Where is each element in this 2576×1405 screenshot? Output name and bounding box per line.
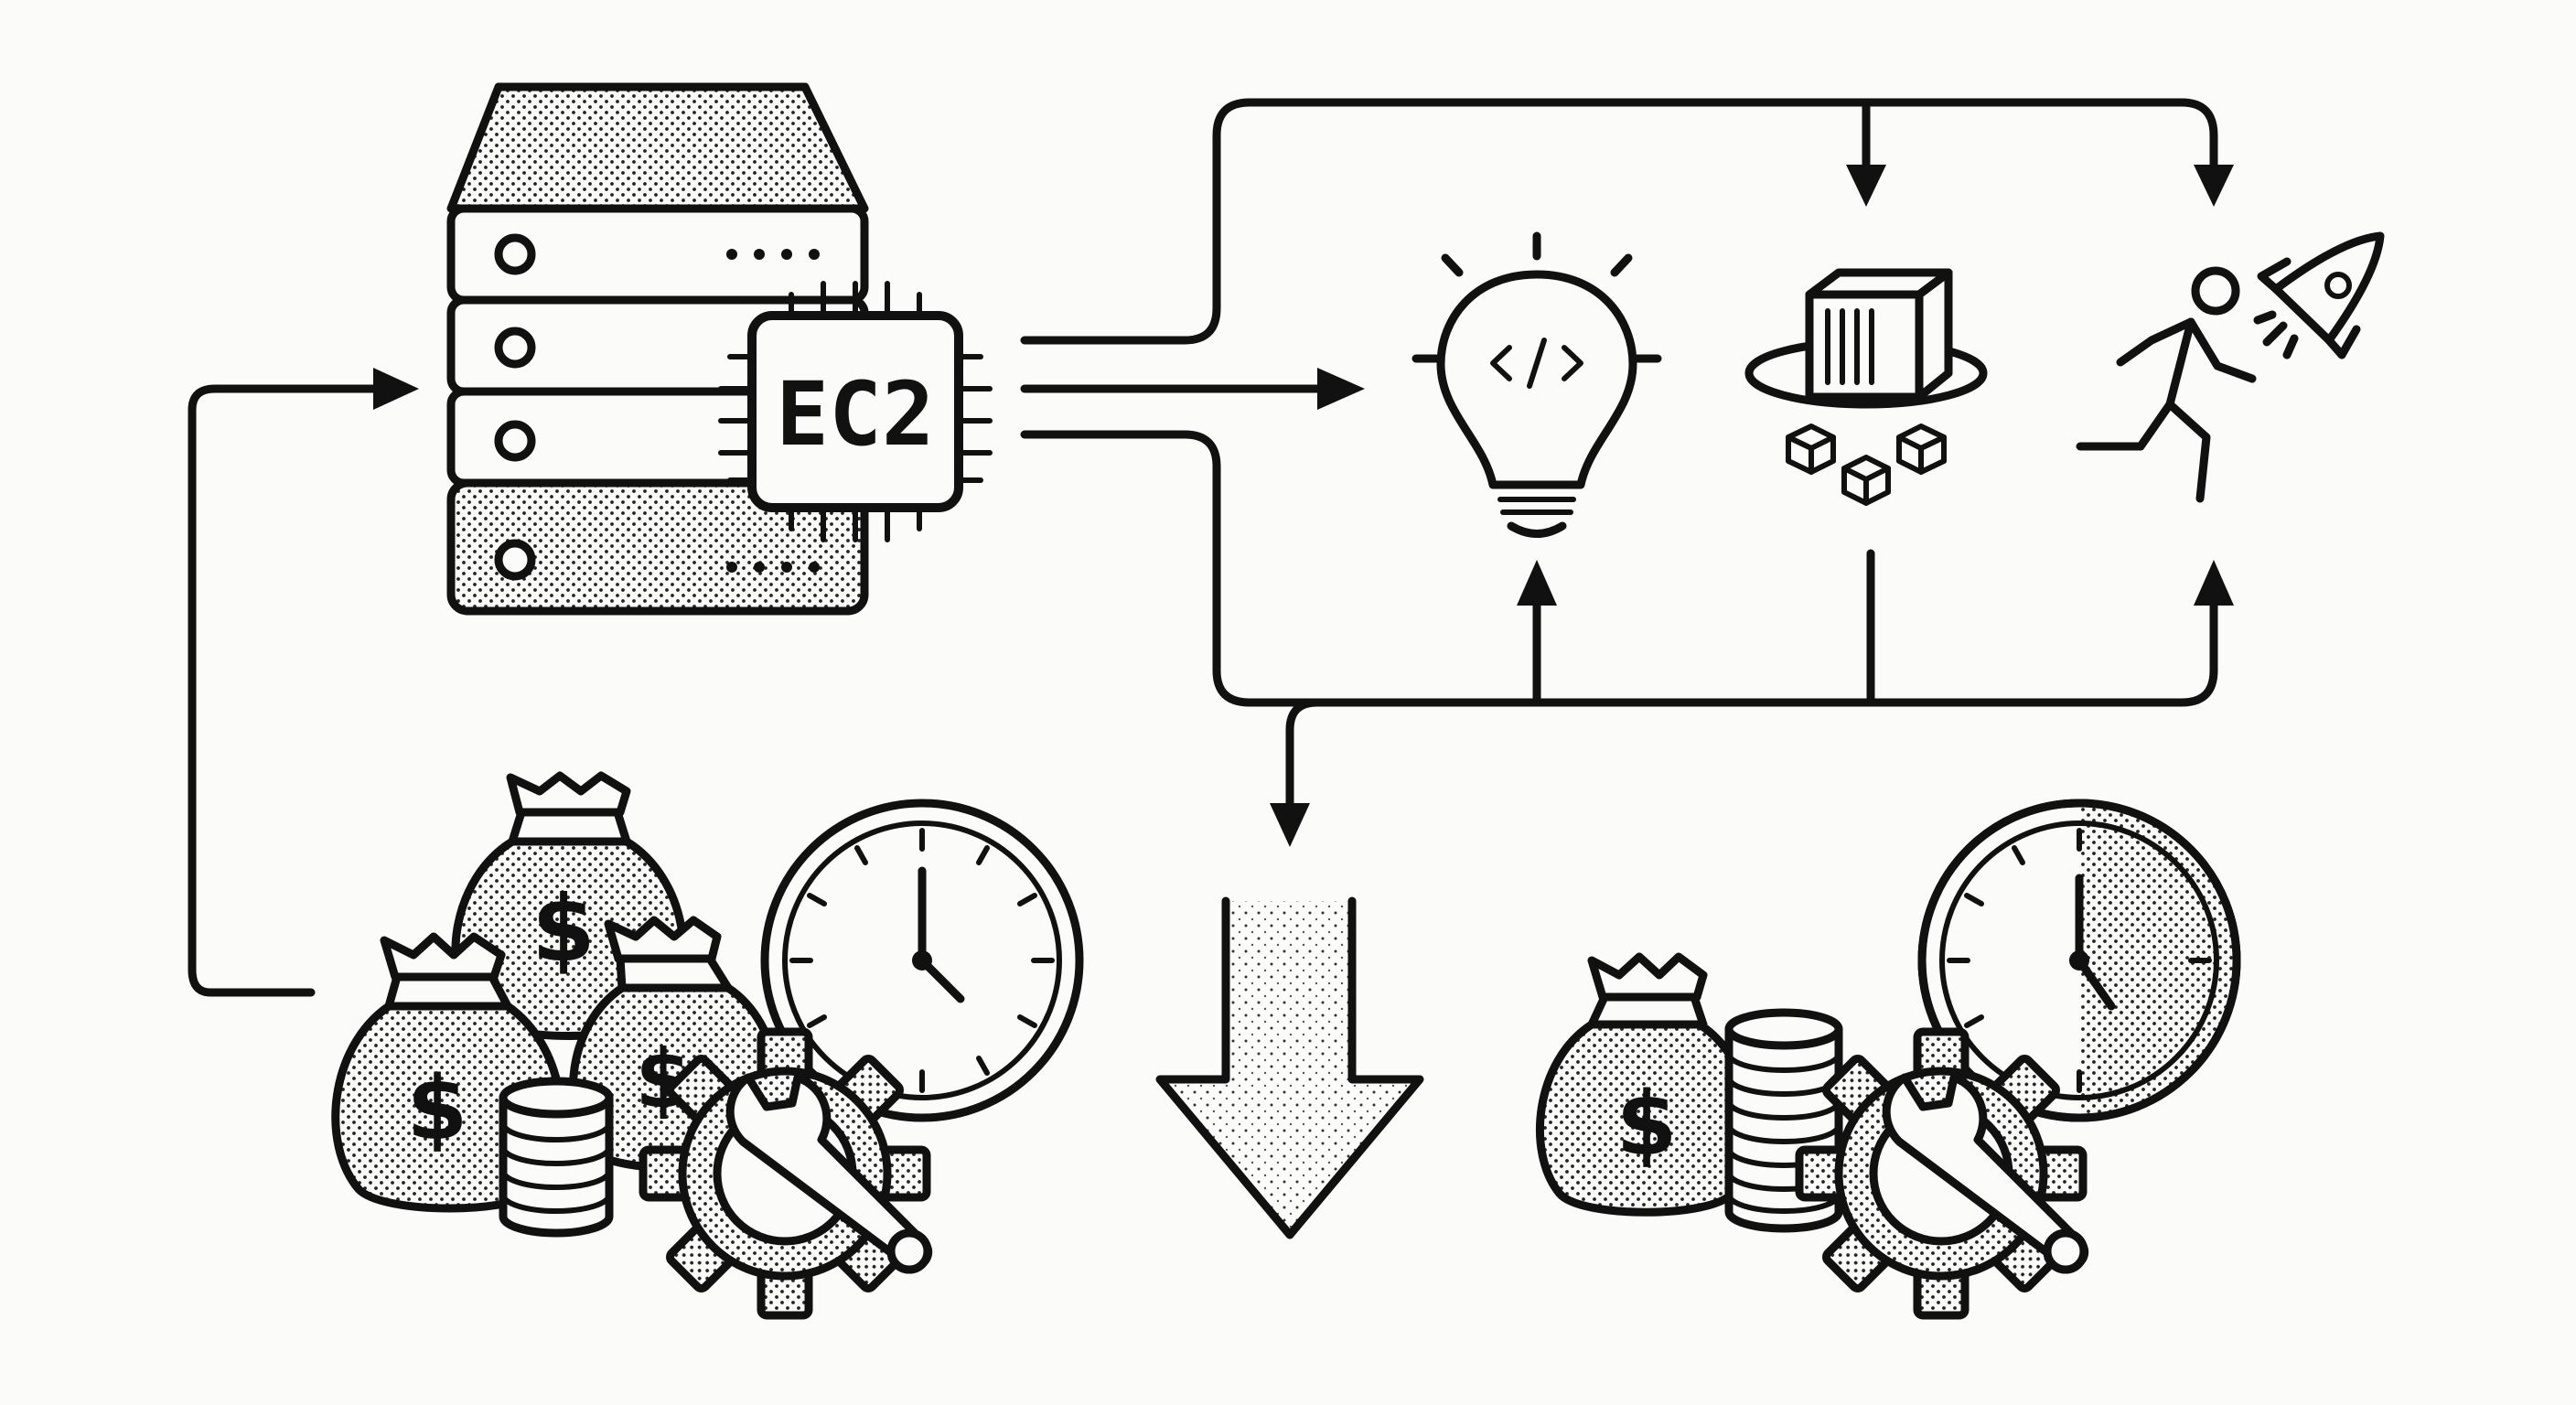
down-arrow-icon	[1155, 896, 1424, 1239]
coin-stack-icon	[499, 1077, 614, 1238]
running-person-rocket-icon	[2076, 231, 2385, 503]
container-platform-icon	[1744, 268, 1988, 506]
low-cost-cluster: $	[1535, 799, 2241, 1320]
dollar-symbol: $	[531, 875, 596, 982]
ec2-label: EC2	[776, 363, 934, 466]
gear-wrench-icon	[639, 1027, 933, 1320]
dollar-symbol: $	[407, 1057, 468, 1160]
flow-arrowheads	[373, 165, 2234, 847]
flow-connectors	[188, 98, 2218, 997]
clock-icon	[760, 799, 1084, 1122]
money-bag-icon: $	[1535, 952, 1756, 1217]
clock-icon	[1917, 799, 2241, 1122]
ec2-chip-icon: EC2	[718, 281, 993, 542]
gear-wrench-icon	[1795, 1027, 2089, 1320]
lightbulb-code-icon	[1411, 231, 1662, 538]
dollar-symbol: $	[1616, 1073, 1678, 1175]
high-cost-cluster: $ $ $	[331, 771, 1084, 1320]
